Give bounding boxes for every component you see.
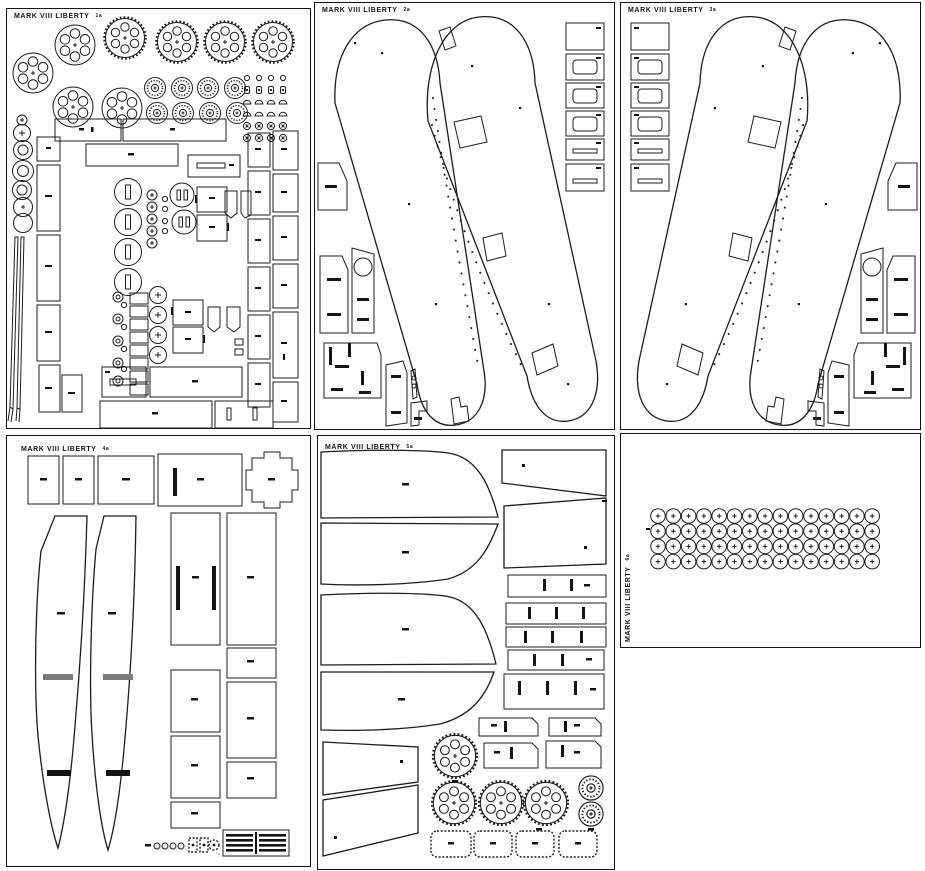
sheet-5-title: MARK VIII LIBERTY	[325, 444, 401, 451]
sheet-6-header: MARK VIII LIBERTY 6a	[625, 554, 632, 642]
sheet-4-title: MARK VIII LIBERTY	[21, 446, 97, 453]
sheet-5-header: MARK VIII LIBERTY 5a	[325, 444, 413, 451]
sheet-3: MARK VIII LIBERTY 3a	[620, 2, 921, 430]
sheet-1: MARK VIII LIBERTY 1a	[6, 8, 311, 429]
sheet-2-header: MARK VIII LIBERTY 2a	[322, 7, 410, 14]
sheet-2: MARK VIII LIBERTY 2a	[314, 2, 615, 430]
sheet-1-header: MARK VIII LIBERTY 1a	[14, 13, 102, 20]
sheet-6: MARK VIII LIBERTY 6a	[620, 433, 921, 648]
sheet-1-title: MARK VIII LIBERTY	[14, 13, 90, 20]
sheet-2-title: MARK VIII LIBERTY	[322, 7, 398, 14]
sheet-4-header: MARK VIII LIBERTY 4a	[21, 446, 109, 453]
sheet-6-drawing	[646, 508, 880, 570]
sheet-1-number: 1a	[95, 13, 103, 19]
roller-grid	[650, 508, 880, 570]
sheet-5-drawing	[320, 449, 607, 858]
sheet-6-title: MARK VIII LIBERTY	[625, 566, 632, 642]
sheet-3-drawing	[630, 15, 918, 427]
sheet-5: MARK VIII LIBERTY 5a	[317, 435, 615, 870]
sheet-4-drawing	[27, 451, 299, 857]
sheet-4-number: 4a	[102, 446, 110, 452]
sheet-3-number: 3a	[709, 7, 717, 13]
sheet-1-drawing	[7, 16, 299, 428]
sheet-3-title: MARK VIII LIBERTY	[628, 7, 704, 14]
sheet-6-number: 6a	[625, 553, 631, 561]
sheet-5-number: 5a	[406, 444, 414, 450]
sheet-3-header: MARK VIII LIBERTY 3a	[628, 7, 716, 14]
sheet-4: MARK VIII LIBERTY 4a	[6, 435, 311, 867]
sheet-2-number: 2a	[403, 7, 411, 13]
sheet-2-drawing	[317, 16, 605, 427]
